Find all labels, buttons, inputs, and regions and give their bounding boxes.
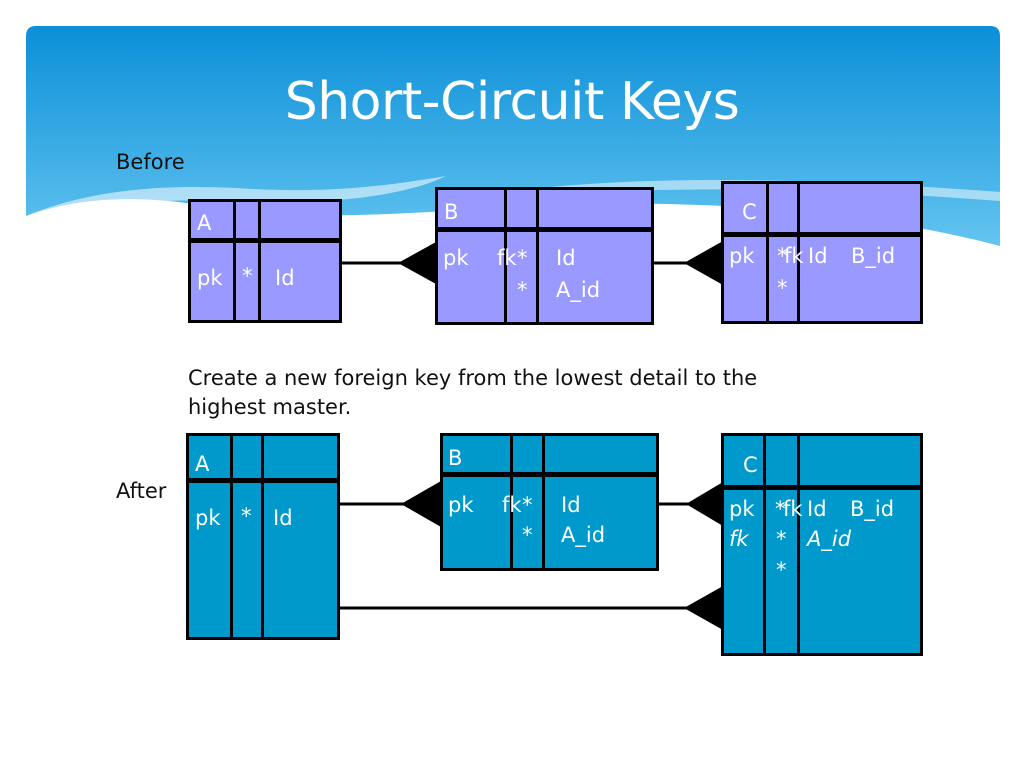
mandatory-mark: *	[522, 523, 533, 547]
rel-after-c-to-b	[657, 482, 723, 526]
entity-header	[191, 202, 339, 243]
key-type: pk	[729, 244, 755, 268]
column-divider	[510, 436, 513, 568]
column-name: Id	[808, 244, 828, 268]
column-name: A_id	[807, 527, 852, 551]
entity-header	[724, 436, 920, 490]
rel-before-b-to-a	[341, 242, 436, 284]
rel-before-c-to-b	[652, 241, 723, 285]
entity-header	[724, 184, 920, 237]
before-entity-c: C pk * fk Id B_id *	[721, 181, 923, 324]
foreign-key-label: fk	[784, 244, 804, 268]
after-entity-c: C pk * fk Id B_id fk * A_id *	[721, 433, 923, 656]
mandatory-mark: *	[776, 558, 787, 582]
column-divider	[230, 436, 233, 637]
mandatory-mark: *	[777, 244, 788, 268]
column-name: Id	[807, 497, 827, 521]
mandatory-mark: *	[241, 504, 252, 528]
slide-title: Short-Circuit Keys	[284, 72, 740, 132]
entity-name: A	[197, 211, 212, 235]
after-label: After	[116, 479, 167, 503]
caption-text: Create a new foreign key from the lowest…	[188, 366, 758, 419]
entity-name: C	[742, 200, 757, 224]
rel-after-b-to-a	[339, 481, 441, 527]
before-entity-b: B pk fk * Id * A_id	[435, 187, 654, 325]
key-type: pk	[197, 266, 223, 290]
column-divider	[504, 190, 507, 322]
key-type: pk	[448, 493, 474, 517]
foreign-key-label: fk	[783, 497, 803, 521]
entity-name: B	[448, 446, 463, 470]
after-entity-b: B pk fk * Id * A_id	[440, 433, 659, 571]
mandatory-mark: *	[776, 527, 787, 551]
mandatory-mark: *	[242, 264, 253, 288]
before-label: Before	[116, 150, 185, 174]
entity-header	[443, 436, 656, 477]
column-name: Id	[275, 266, 295, 290]
mandatory-mark: *	[777, 276, 788, 300]
mandatory-mark: *	[775, 497, 786, 521]
column-name: A_id	[561, 523, 606, 547]
column-divider	[542, 436, 545, 568]
foreign-key-label: fk	[502, 493, 522, 517]
entity-name: A	[195, 452, 210, 476]
column-divider	[766, 184, 769, 321]
mandatory-mark: *	[517, 246, 528, 270]
column-name: A_id	[556, 278, 601, 302]
column-name: Id	[561, 493, 581, 517]
column-divider	[797, 184, 800, 321]
key-type: pk	[443, 246, 469, 270]
column-divider	[233, 202, 236, 320]
column-name: B_id	[850, 497, 895, 521]
entity-name: B	[444, 200, 459, 224]
entity-name: C	[743, 453, 758, 477]
key-type: fk	[729, 527, 749, 551]
column-divider	[763, 436, 766, 653]
mandatory-mark: *	[517, 278, 528, 302]
column-divider	[536, 190, 539, 322]
column-name: B_id	[851, 244, 896, 268]
column-divider	[258, 202, 261, 320]
key-type: pk	[729, 497, 755, 521]
key-type: pk	[195, 506, 221, 530]
foreign-key-label: fk	[497, 246, 517, 270]
entity-header	[438, 190, 651, 232]
rel-after-c-to-a	[339, 586, 723, 630]
before-entity-a: A pk * Id	[188, 199, 342, 323]
mandatory-mark: *	[522, 493, 533, 517]
column-divider	[797, 436, 800, 653]
column-name: Id	[273, 506, 293, 530]
column-divider	[261, 436, 264, 637]
after-entity-a: A pk * Id	[186, 433, 340, 640]
column-name: Id	[556, 246, 576, 270]
